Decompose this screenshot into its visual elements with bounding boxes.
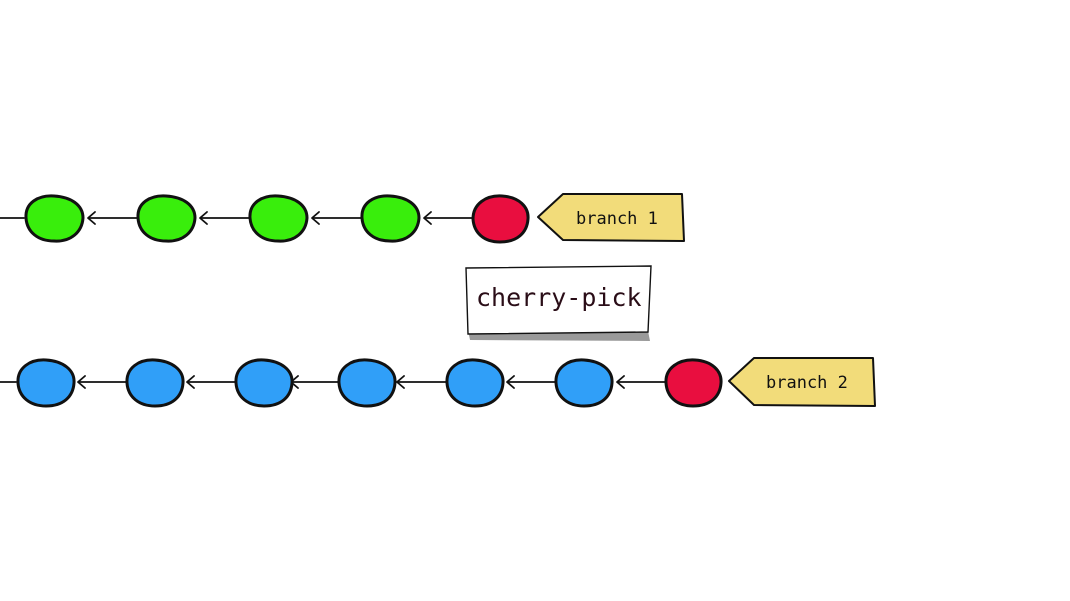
arrowhead-icon	[506, 375, 515, 389]
head-commit-node	[471, 194, 530, 244]
commit-node	[125, 358, 185, 408]
branch-1-edges	[87, 211, 474, 225]
commit-node	[248, 194, 309, 243]
commit-node	[24, 194, 85, 243]
cherry-pick-label: cherry-pick	[465, 265, 652, 341]
commit-node	[554, 358, 614, 408]
branch-tag-shape	[537, 193, 685, 242]
arrowhead-icon	[77, 375, 86, 389]
arrowhead-icon	[396, 375, 405, 389]
branch-label: branch 2	[766, 373, 848, 393]
arrowhead-icon	[199, 211, 208, 225]
commit-node	[16, 358, 76, 408]
branch-tag-shape	[728, 357, 876, 407]
commit-node	[360, 194, 421, 243]
arrowhead-icon	[87, 211, 96, 225]
branch-1-commits	[24, 194, 530, 244]
branch-2-tag: branch 2	[728, 357, 876, 407]
arrowhead-icon	[423, 211, 432, 225]
branch-1-row: branch 1	[0, 193, 685, 244]
head-commit-node	[664, 358, 723, 408]
operation-text: cherry-pick	[476, 283, 642, 312]
branch-2-edges	[77, 375, 667, 389]
arrowhead-icon	[311, 211, 320, 225]
commit-node	[136, 194, 197, 243]
commit-node	[337, 358, 397, 408]
branch-2-commits	[16, 358, 723, 408]
commit-node	[234, 358, 294, 408]
arrowhead-icon	[616, 375, 625, 389]
arrowhead-icon	[186, 375, 195, 389]
branch-2-row: branch 2	[0, 357, 876, 408]
branch-label: branch 1	[576, 209, 658, 229]
commit-node	[445, 358, 505, 408]
branch-1-tag: branch 1	[537, 193, 685, 242]
label-box	[465, 265, 652, 335]
